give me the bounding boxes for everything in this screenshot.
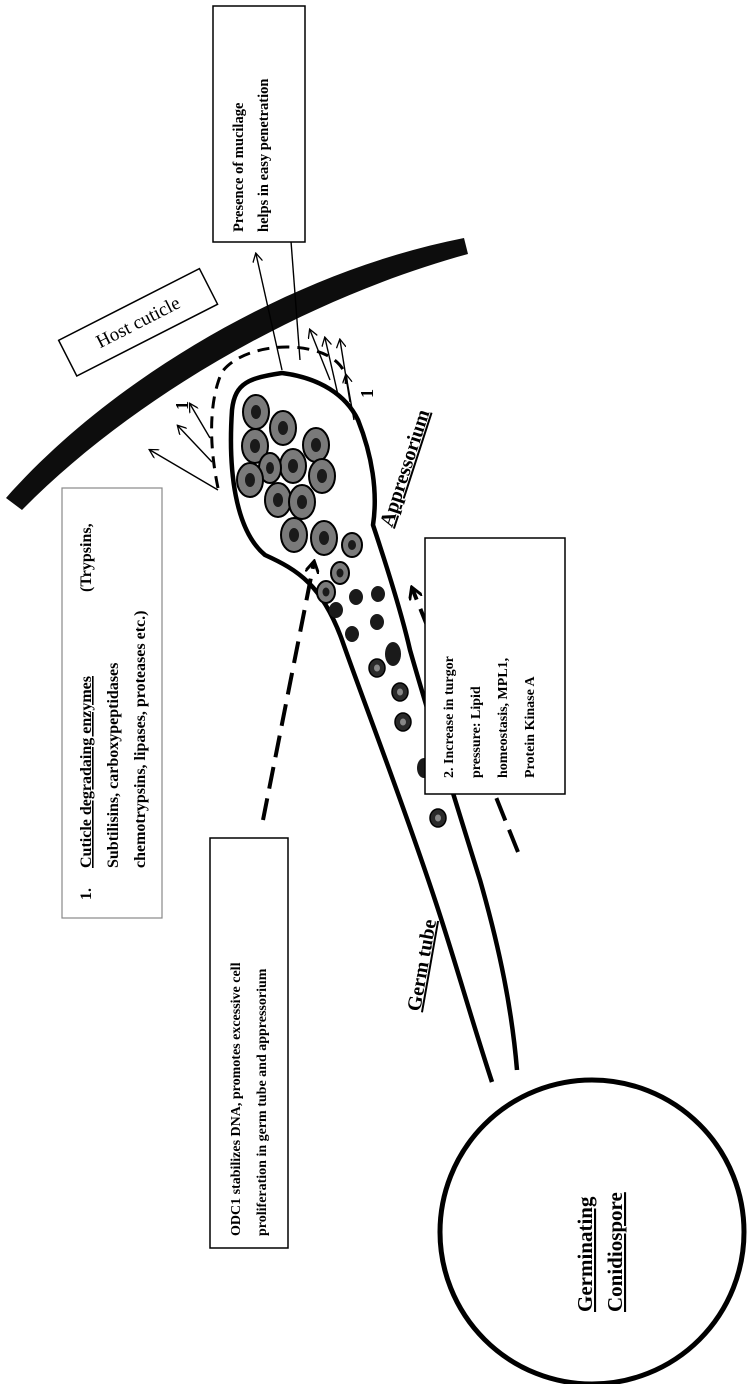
nucleus bbox=[303, 428, 329, 462]
mucilage-text-line2: helps in easy penetration bbox=[256, 79, 272, 232]
odc1-text-line2: proliferation in germ tube and appressor… bbox=[255, 968, 270, 1236]
turgor-text-line4: Protein Kinase A bbox=[523, 675, 538, 778]
nucleus bbox=[345, 626, 359, 642]
nucleus bbox=[392, 683, 408, 701]
nucleus bbox=[280, 449, 306, 483]
turgor-text-line1: 2. Increase in turgor bbox=[442, 656, 457, 778]
nucleus bbox=[369, 659, 385, 677]
nucleus bbox=[331, 562, 349, 584]
nucleus bbox=[370, 614, 384, 630]
nucleus bbox=[317, 581, 335, 603]
nucleus bbox=[430, 809, 446, 827]
nucleus bbox=[342, 533, 362, 557]
nucleus bbox=[385, 642, 401, 666]
enzymes-title: Cuticle degradaing enzymes bbox=[78, 676, 95, 868]
turgor-text-line3: homeostasis, MPL1, bbox=[496, 658, 511, 778]
enzymes-line1-rest: (Trypsins, bbox=[78, 523, 95, 592]
conidiospore-label-line1: Germinating bbox=[573, 1196, 597, 1312]
arrow-label-left: 1 bbox=[172, 401, 192, 410]
arrow-label-right: 1 bbox=[357, 389, 377, 398]
appressorium-label: Appressorium bbox=[376, 407, 435, 530]
mucilage-text-line1: Presence of mucilage bbox=[231, 102, 247, 232]
enzymes-line3: chemotrypsins, lipases, proteases etc.) bbox=[132, 611, 149, 868]
nucleus bbox=[237, 463, 263, 497]
nucleus bbox=[349, 589, 363, 605]
nucleus bbox=[265, 483, 291, 517]
odc1-box bbox=[210, 838, 288, 1248]
conidiospore-label-line2: Conidiospore bbox=[603, 1192, 627, 1312]
odc1-text-line1: ODC1 stabilizes DNA, promotes excessive … bbox=[229, 962, 244, 1236]
enzymes-number: 1. bbox=[78, 888, 95, 900]
odc1-dashed-arrow bbox=[263, 562, 314, 820]
nucleus bbox=[329, 602, 343, 618]
nucleus bbox=[270, 411, 296, 445]
nucleus bbox=[289, 485, 315, 519]
nucleus bbox=[311, 521, 337, 555]
nucleus bbox=[281, 518, 307, 552]
nucleus bbox=[309, 459, 335, 493]
germ-tube-label: Germ tube bbox=[403, 918, 441, 1013]
turgor-text-line2: pressure: Lipid bbox=[469, 686, 484, 778]
nucleus bbox=[395, 713, 411, 731]
nucleus bbox=[371, 586, 385, 602]
enzymes-line2: Subtilisins, carboxypeptidases bbox=[105, 663, 122, 868]
nucleus bbox=[243, 395, 269, 429]
enzyme-arrows-left bbox=[150, 404, 218, 490]
